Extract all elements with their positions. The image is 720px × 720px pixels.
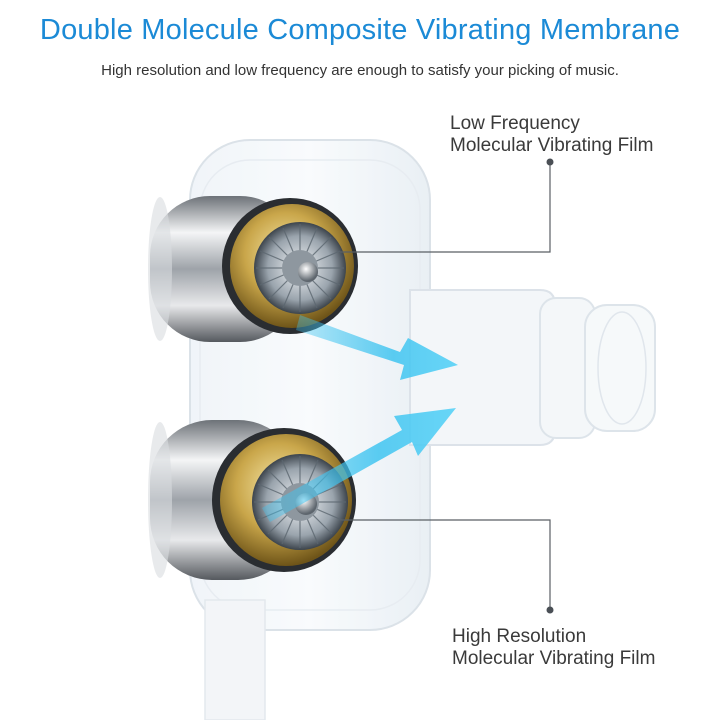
callout-label-low-frequency: Low Frequency Molecular Vibrating Film [450,113,653,157]
low-frequency-driver [148,196,358,342]
sound-flow-arrow-upper [296,315,458,380]
page-title: Double Molecule Composite Vibrating Memb… [39,14,681,46]
callout-low-line2: Molecular Vibrating Film [450,135,654,156]
high-resolution-driver [148,420,356,580]
sound-flow-arrow-lower [262,408,456,522]
callout-high-line1: High Resolution [452,626,587,647]
callout-dot-low [546,158,554,166]
callout-label-high-resolution: High Resolution Molecular Vibrating Film [452,626,655,670]
callout-high-line2: Molecular Vibrating Film [452,648,656,669]
callout-dot-high [546,606,554,614]
page-subtitle: High resolution and low frequency are en… [101,62,619,79]
callout-low-line1: Low Frequency [450,113,580,134]
callout-line-high [340,519,551,610]
callout-line-low [340,162,551,253]
